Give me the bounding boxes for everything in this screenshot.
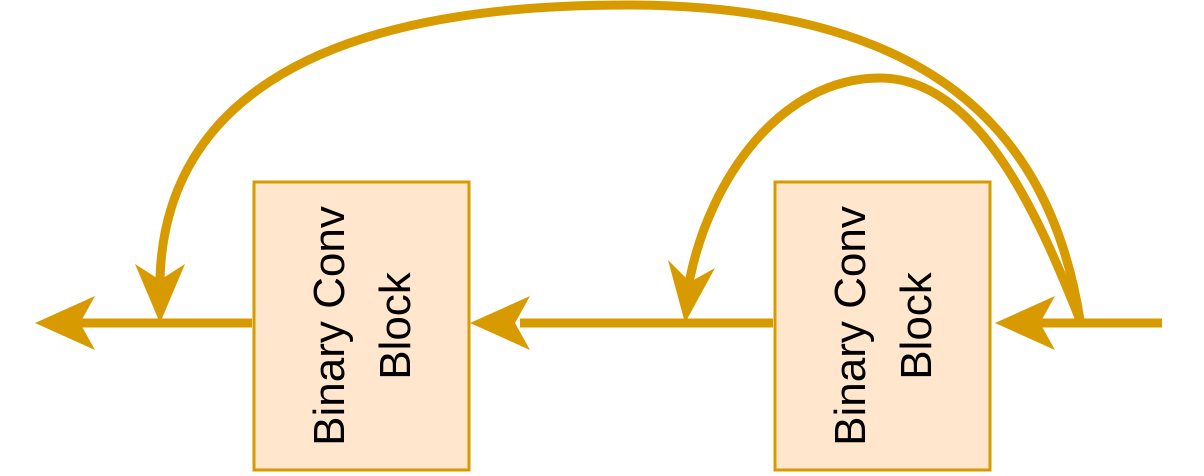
block-box-right: [773, 180, 992, 472]
input-arrowhead: [995, 296, 1055, 350]
output-arrowhead: [35, 296, 95, 350]
skip-connections: [155, 0, 1085, 325]
block-label-left-line2: Block: [371, 271, 420, 380]
block-box-left: [252, 180, 471, 472]
block-label-right-line1: Binary Conv: [826, 206, 875, 446]
short-skip-arrowhead: [668, 260, 715, 323]
arrowheads: [35, 260, 1055, 350]
block-label-left-line1: Binary Conv: [305, 206, 354, 446]
binary-conv-block-right: Binary Conv Block: [773, 180, 992, 472]
binary-conv-block-left: Binary Conv Block: [252, 180, 471, 472]
short-skip-connection: [685, 73, 1085, 325]
long-skip-connection: [155, 0, 1085, 325]
middle-arrowhead: [470, 296, 530, 350]
long-skip-arrowhead: [135, 264, 185, 323]
block-label-right-line2: Block: [892, 271, 941, 380]
